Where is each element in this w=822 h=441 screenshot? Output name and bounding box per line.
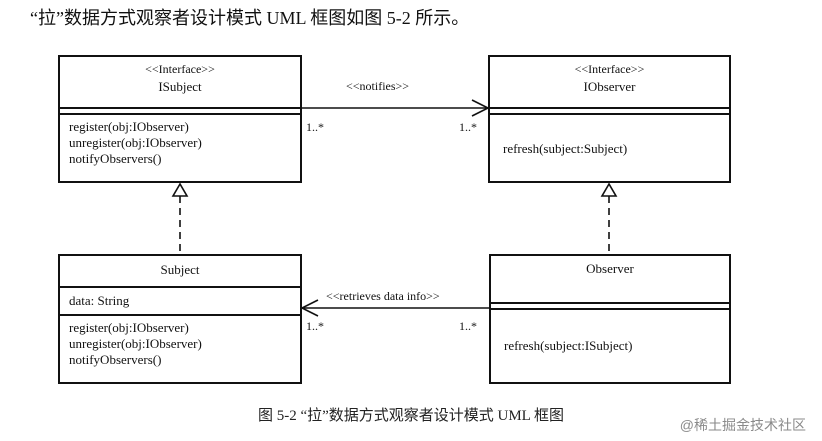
subject-method: notifyObservers() [69, 352, 162, 367]
iobserver-stereotype: <<Interface>> [574, 62, 645, 76]
subject-realization-triangle [171, 182, 189, 197]
iobserver-class: <<Interface>> IObserver refresh(subject:… [488, 55, 731, 183]
subject-method: unregister(obj:IObserver) [69, 336, 202, 351]
isubject-method: register(obj:IObserver) [69, 119, 189, 134]
isubject-stereotype: <<Interface>> [145, 62, 215, 76]
retrieves-arrowhead [300, 299, 319, 317]
subject-class: Subject data: String register(obj:IObser… [58, 254, 302, 384]
observer-methods-section: refresh(subject:ISubject) [491, 308, 729, 382]
retrieves-target-multiplicity: 1..* [306, 319, 324, 333]
watermark: @稀土掘金技术社区 [679, 417, 806, 433]
figure-caption: 图 5-2 “拉”数据方式观察者设计模式 UML 框图 [257, 408, 565, 424]
isubject-name: ISubject [158, 79, 202, 94]
isubject-attributes-section [60, 107, 300, 113]
iobserver-header: <<Interface>> IObserver [490, 57, 729, 107]
retrieves-label: <<retrieves data info>> [326, 289, 440, 303]
observer-name: Observer [586, 261, 634, 276]
subject-header: Subject [60, 256, 300, 286]
isubject-class: <<Interface>> ISubject register(obj:IObs… [58, 55, 302, 183]
iobserver-name: IObserver [583, 79, 636, 94]
observer-realization-triangle [600, 182, 618, 197]
iobserver-method: refresh(subject:Subject) [503, 141, 628, 156]
observer-class: Observer refresh(subject:ISubject) [489, 254, 731, 384]
retrieves-source-multiplicity: 1..* [459, 319, 477, 333]
notifies-target-multiplicity: 1..* [459, 120, 477, 134]
isubject-method: notifyObservers() [69, 151, 162, 166]
subject-attribute: data: String [69, 293, 130, 308]
observer-attributes-section [491, 302, 729, 308]
notifies-label: <<notifies>> [346, 79, 410, 93]
subject-methods-section: register(obj:IObserver) unregister(obj:I… [60, 314, 300, 382]
iobserver-methods-section: refresh(subject:Subject) [490, 113, 729, 181]
subject-attributes-section: data: String [60, 286, 300, 314]
subject-name: Subject [160, 262, 200, 277]
isubject-methods-section: register(obj:IObserver) unregister(obj:I… [60, 113, 300, 181]
isubject-header: <<Interface>> ISubject [60, 57, 300, 107]
iobserver-attributes-section [490, 107, 729, 113]
notifies-source-multiplicity: 1..* [306, 120, 324, 134]
isubject-method: unregister(obj:IObserver) [69, 135, 202, 150]
observer-method: refresh(subject:ISubject) [504, 338, 633, 353]
observer-header: Observer [491, 256, 729, 302]
intro-text: “拉”数据方式观察者设计模式 UML 框图如图 5-2 所示。 [30, 8, 470, 28]
subject-method: register(obj:IObserver) [69, 320, 189, 335]
